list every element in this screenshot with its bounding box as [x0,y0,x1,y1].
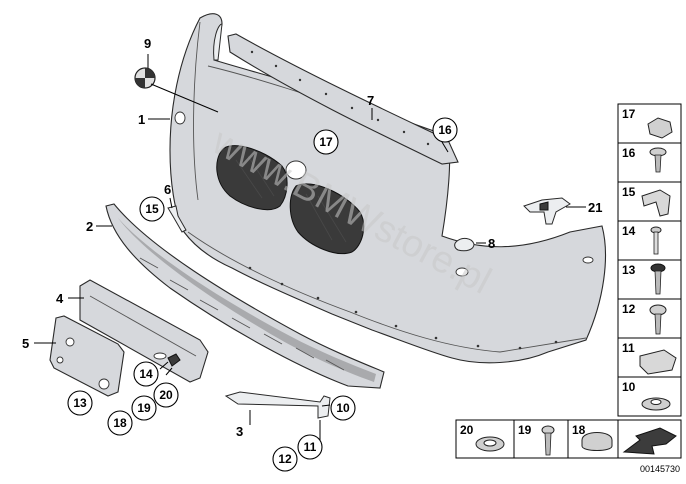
nut-icon [647,117,673,139]
svg-text:19: 19 [137,401,151,415]
circled-callouts: 17 16 15 14 20 13 19 18 10 12 11 [67,117,458,472]
washer-icon [475,436,505,452]
leader-lines [34,54,586,446]
callout-18: 18 [107,410,133,436]
svg-text:12: 12 [278,452,292,466]
legend-cell-20: 20 [455,419,515,459]
callout-19: 19 [131,395,157,421]
rivet-icon [650,226,662,255]
callout-15: 15 [139,196,165,222]
legend-cell-17: 17 [617,103,682,144]
legend-cell-12: 12 [617,298,682,339]
side-bracket [224,391,331,419]
callout-7: 7 [367,93,374,108]
legend-cell-18: 18 [567,419,619,459]
svg-text:14: 14 [139,367,153,381]
svg-text:16: 16 [622,146,636,160]
callout-16: 16 [432,117,458,143]
svg-text:17: 17 [622,107,636,121]
spring-nut-icon [639,349,677,375]
callout-6: 6 [164,182,171,197]
callout-14: 14 [133,361,159,387]
svg-text:17: 17 [319,135,333,149]
svg-text:18: 18 [113,416,127,430]
screw-icon [541,425,555,456]
svg-text:14: 14 [622,224,636,238]
clip [167,353,181,367]
callout-numbers: 1 2 3 4 5 6 7 8 9 21 [22,36,602,439]
legend-cell-11: 11 [617,337,682,378]
legend-cell-10: 10 [617,376,682,417]
svg-text:16: 16 [438,123,452,137]
svg-text:11: 11 [622,341,635,355]
plate-base [49,315,125,397]
callout-10: 10 [330,395,356,421]
svg-text:20: 20 [460,423,474,437]
legend-cell-15: 15 [617,181,682,222]
callout-4: 4 [56,291,64,306]
svg-text:11: 11 [304,440,317,454]
legend-cell-16: 16 [617,142,682,183]
svg-text:15: 15 [622,185,636,199]
callout-8: 8 [488,236,495,251]
legend-cell-arrow [617,419,682,459]
direction-arrow-icon [622,427,677,455]
cap-icon [581,432,613,451]
callout-1: 1 [138,112,145,127]
callout-5: 5 [22,336,29,351]
upper-strip [227,33,459,165]
svg-text:13: 13 [622,263,636,277]
screw-icon [649,147,667,173]
bumper-cover [169,13,607,364]
svg-text:10: 10 [622,380,636,394]
callout-17: 17 [313,129,339,155]
tow-hook-cover [454,237,475,252]
lower-grille [105,203,385,389]
svg-text:18: 18 [572,423,586,437]
callout-2: 2 [86,219,93,234]
svg-text:12: 12 [622,302,636,316]
svg-text:15: 15 [145,202,159,216]
callout-9: 9 [144,36,151,51]
callout-21: 21 [588,200,602,215]
legend-cell-13: 13 [617,259,682,300]
svg-text:19: 19 [518,423,532,437]
screw [167,205,187,233]
screw-icon [650,263,666,295]
legend-cell-19: 19 [513,419,569,459]
expanding-nut-icon [641,397,671,411]
callout-20: 20 [153,382,179,408]
bracket [523,197,571,225]
legend-bottom: 20 19 18 [455,419,682,459]
svg-text:10: 10 [336,401,350,415]
svg-text:20: 20 [159,388,173,402]
screw-icon [649,304,667,335]
callout-13: 13 [67,390,93,416]
callout-12: 12 [272,446,298,472]
document-number: 00145730 [640,464,680,474]
legend-cell-14: 14 [617,220,682,261]
legend-column: 17 16 15 14 13 12 11 [617,103,682,417]
clip-bracket-icon [641,189,671,217]
svg-text:13: 13 [73,396,87,410]
callout-3: 3 [236,424,243,439]
emblem [134,67,156,89]
callout-11: 11 [297,434,323,460]
